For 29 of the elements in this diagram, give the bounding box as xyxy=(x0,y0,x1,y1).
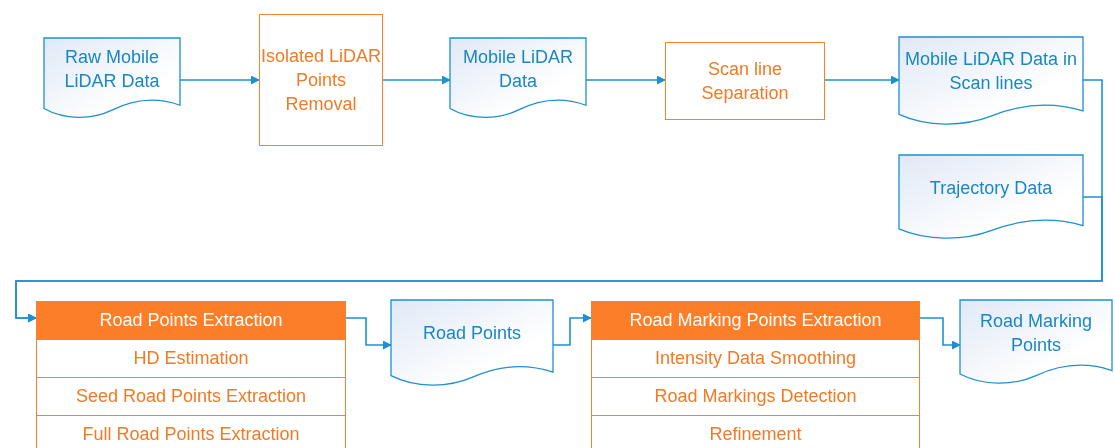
arrow xyxy=(382,75,451,85)
document-label: Mobile LiDAR Data in Scan lines xyxy=(903,47,1079,95)
table-row: Road Markings Detection xyxy=(592,377,919,415)
table-row: HD Estimation xyxy=(37,339,345,377)
table-header: Road Marking Points Extraction xyxy=(592,302,919,339)
document-shape xyxy=(899,37,1083,127)
table-row: Refinement xyxy=(592,415,919,448)
process-table xyxy=(591,301,920,448)
document-label: Road Marking Points xyxy=(978,309,1094,357)
process-table xyxy=(36,301,346,448)
document-shape xyxy=(960,300,1112,386)
document-shape xyxy=(450,38,586,120)
table-row: Seed Road Points Extraction xyxy=(37,377,345,415)
process-box: Isolated LiDAR Points Removal xyxy=(259,14,383,146)
arrow xyxy=(15,196,1103,323)
table-row: Intensity Data Smoothing xyxy=(592,339,919,377)
document-shape xyxy=(899,155,1083,241)
arrow xyxy=(345,317,392,350)
document-label: Mobile LiDAR Data xyxy=(461,45,574,93)
document-label: Raw Mobile LiDAR Data xyxy=(63,45,161,93)
arrow xyxy=(919,317,961,350)
process-box: Scan line Separation xyxy=(665,42,825,120)
arrow xyxy=(824,75,900,85)
document-label: Trajectory Data xyxy=(929,176,1053,200)
document-shape xyxy=(44,38,180,120)
document-label: Road Points xyxy=(422,321,522,345)
table-header: Road Points Extraction xyxy=(37,302,345,339)
document-shape xyxy=(391,300,553,388)
table-row: Full Road Points Extraction xyxy=(37,415,345,448)
